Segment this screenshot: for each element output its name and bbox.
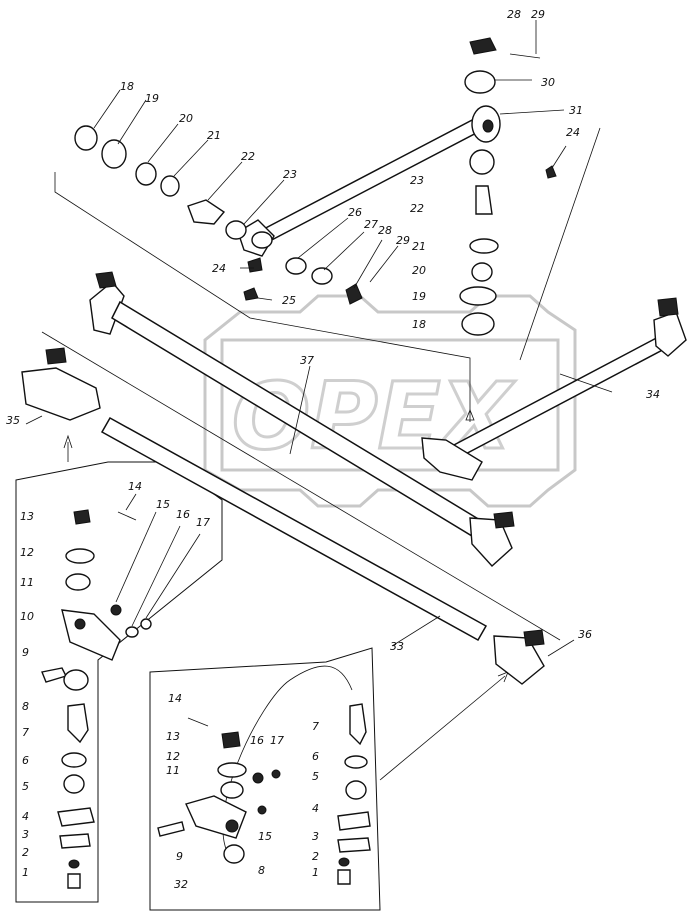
callout-28-mid: 28 xyxy=(378,224,392,237)
callout-23-upper: 23 xyxy=(283,168,297,181)
callout-20-right: 20 xyxy=(412,264,426,277)
callout-19-right: 19 xyxy=(412,290,426,303)
callout-33: 33 xyxy=(390,640,404,653)
upper-tie-rod xyxy=(237,37,541,257)
left-detail-frame xyxy=(15,461,223,903)
callout-24-lower: 24 xyxy=(212,262,226,275)
right-callout-4: 4 xyxy=(312,802,319,815)
detail-pointer-line xyxy=(379,675,506,781)
callout-22-right: 22 xyxy=(410,202,424,215)
left-callout-16: 16 xyxy=(176,508,190,521)
left-callout-6: 6 xyxy=(22,754,29,767)
callout-22-upper: 22 xyxy=(241,150,255,163)
callout-25: 25 xyxy=(282,294,296,307)
right-callout-2: 2 xyxy=(312,850,319,863)
callout-leaders xyxy=(25,20,613,657)
right-callout-32: 32 xyxy=(174,878,188,891)
left-callout-9: 9 xyxy=(22,646,29,659)
left-callout-15: 15 xyxy=(156,498,170,511)
callout-29-mid: 29 xyxy=(396,234,410,247)
callout-28-top: 28 xyxy=(507,8,521,21)
upper-left-parts xyxy=(74,125,263,301)
callout-36: 36 xyxy=(578,628,592,641)
right-callout-13: 13 xyxy=(166,730,180,743)
callout-21-right: 21 xyxy=(412,240,426,253)
callout-37: 37 xyxy=(300,354,314,367)
callout-24-upper: 24 xyxy=(566,126,580,139)
left-callout-10: 10 xyxy=(20,610,34,623)
left-callout-3: 3 xyxy=(22,828,29,841)
right-callout-8: 8 xyxy=(258,864,265,877)
assembly-loop xyxy=(222,665,353,861)
left-callout-13: 13 xyxy=(20,510,34,523)
left-callout-11: 11 xyxy=(20,576,34,589)
left-callout-14: 14 xyxy=(128,480,142,493)
left-callout-4: 4 xyxy=(22,810,29,823)
right-callout-9: 9 xyxy=(176,850,183,863)
left-panel-parts xyxy=(41,509,152,889)
callout-27: 27 xyxy=(364,218,378,231)
left-callout-1: 1 xyxy=(22,866,29,879)
callout-18-right: 18 xyxy=(412,318,426,331)
callout-18-upper: 18 xyxy=(120,80,134,93)
callout-31: 31 xyxy=(569,104,583,117)
callout-29-top: 29 xyxy=(531,8,545,21)
callout-34: 34 xyxy=(646,388,660,401)
tie-rod-37 xyxy=(89,271,515,567)
right-callout-15: 15 xyxy=(258,830,272,843)
callout-26: 26 xyxy=(348,206,362,219)
right-callout-14: 14 xyxy=(168,692,182,705)
right-panel-parts xyxy=(157,703,371,885)
right-callout-16: 16 xyxy=(250,734,264,747)
right-callout-7: 7 xyxy=(312,720,319,733)
left-callout-12: 12 xyxy=(20,546,34,559)
callout-19-upper: 19 xyxy=(145,92,159,105)
callout-20-upper: 20 xyxy=(179,112,193,125)
left-callout-8: 8 xyxy=(22,700,29,713)
callout-23-right: 23 xyxy=(410,174,424,187)
left-callout-2: 2 xyxy=(22,846,29,859)
left-callout-7: 7 xyxy=(22,726,29,739)
right-callout-17: 17 xyxy=(270,734,284,747)
right-detail-frame xyxy=(149,647,381,911)
right-callout-6: 6 xyxy=(312,750,319,763)
callout-21-upper: 21 xyxy=(207,129,221,142)
callout-numbers: 28 29 30 31 24 18 19 20 21 22 23 23 22 2… xyxy=(6,8,660,891)
right-callout-5: 5 xyxy=(312,770,319,783)
right-callout-12: 12 xyxy=(166,750,180,763)
right-callout-1: 1 xyxy=(312,866,319,879)
tie-rod-34 xyxy=(421,297,687,481)
leader-lines xyxy=(41,127,601,641)
callout-30: 30 xyxy=(541,76,555,89)
upper-right-parts xyxy=(285,149,557,336)
right-callout-3: 3 xyxy=(312,830,319,843)
right-callout-11: 11 xyxy=(166,764,180,777)
tie-rod-33 xyxy=(21,347,545,685)
left-callout-17: 17 xyxy=(196,516,210,529)
left-callout-5: 5 xyxy=(22,780,29,793)
callout-35: 35 xyxy=(6,414,20,427)
